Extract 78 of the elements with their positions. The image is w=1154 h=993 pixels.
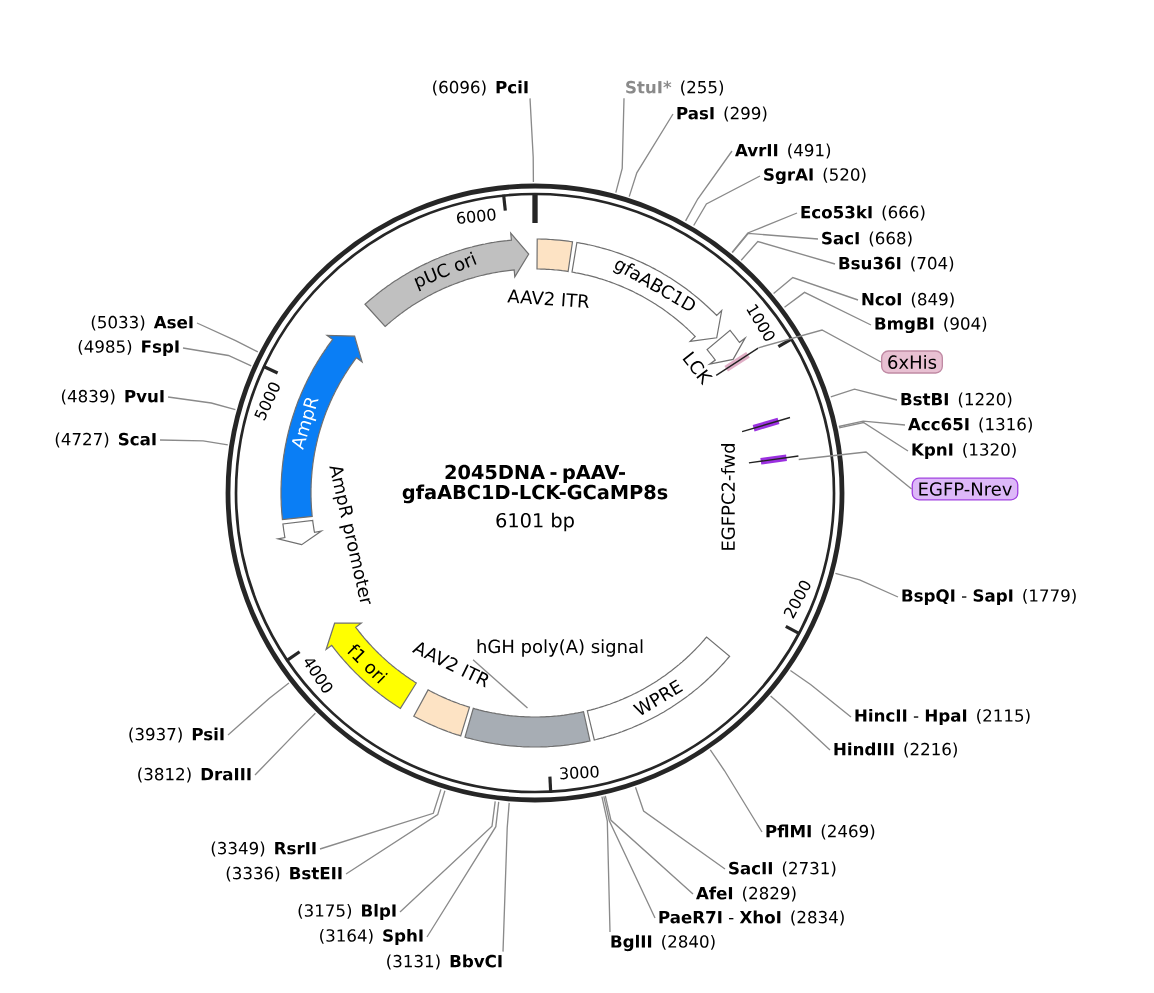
leader-line [601, 796, 611, 933]
leader-line [182, 347, 252, 367]
leader-line [772, 276, 859, 301]
enzyme-site-label: KpnI (1320) [912, 442, 1016, 460]
leader-line [830, 388, 898, 401]
leader-line [684, 150, 733, 222]
enzyme-site-label: (3349) RsrII [211, 841, 316, 857]
leader-line [838, 421, 909, 452]
enzyme-site-label: PasI (299) [677, 106, 767, 122]
position-number: 6000 [457, 208, 496, 224]
leader-line [798, 451, 913, 490]
leader-line [838, 420, 906, 428]
enzyme-site-label: (5033) AseI [91, 315, 193, 331]
leader-line [731, 232, 819, 254]
leader-line [603, 795, 656, 919]
primer-mark [715, 347, 759, 377]
leader-line [159, 439, 229, 446]
leader-line [604, 795, 694, 895]
enzyme-site-label: SgrAI (520) [764, 167, 866, 185]
leader-line [834, 572, 899, 598]
leader-line [426, 801, 500, 938]
leader-line [634, 786, 726, 870]
enzyme-site-label: HincII - HpaI (2115) [855, 708, 1030, 726]
enzyme-site-label: StuI* (255) [626, 80, 724, 96]
enzyme-site-label: (3131) BbvCI [387, 954, 502, 970]
enzyme-site-label: (3336) BstEII [226, 866, 342, 882]
leader-line [254, 712, 317, 776]
enzyme-site-label: (4985) FspI [78, 339, 179, 357]
leader-line [319, 788, 442, 850]
enzyme-site-label: Acc65I (1316) [908, 417, 1032, 433]
leader-line [529, 97, 535, 183]
leader-line [399, 800, 496, 913]
primer-name: EGFPC2-fwd [721, 444, 735, 550]
enzyme-site-label: BmgBI (904) [875, 316, 987, 334]
leader-line [615, 97, 625, 194]
leader-line [628, 113, 674, 198]
enzyme-site-label: (3937) PsiI [129, 727, 224, 743]
leader-line [227, 682, 290, 736]
enzyme-site-label: (4839) PvuI [61, 389, 164, 405]
enzyme-site-label: BspQI - SapI (1779) [902, 588, 1076, 606]
leader-line [783, 291, 872, 326]
leader-line [196, 322, 259, 353]
enzyme-site-label: BglII (2840) [611, 934, 715, 952]
enzyme-site-label: AvrII (491) [735, 143, 831, 159]
enzyme-site-label: SacII (2731) [729, 861, 836, 877]
enzyme-site-label: PaeR7I - XhoI (2834) [659, 910, 844, 926]
primer-label: EGFP-Nrev [911, 477, 1019, 501]
leader-line [757, 329, 882, 363]
leader-line [693, 175, 761, 227]
enzyme-site-label: (3175) BlpI [298, 903, 396, 921]
leader-line [740, 240, 836, 265]
enzyme-site-label: Bsu36I (704) [839, 256, 954, 272]
feature-box [464, 707, 591, 748]
plasmid-size: 6101 bp [496, 512, 574, 532]
primer-label: 6xHis [881, 350, 943, 374]
leader-line [769, 695, 831, 751]
position-number: 2000 [783, 580, 811, 619]
leader-line [789, 669, 852, 718]
enzyme-site-label: NcoI (849) [862, 292, 954, 308]
leader-line [731, 212, 798, 253]
primer-mark [748, 454, 800, 465]
enzyme-site-label: SacI (668) [822, 231, 912, 247]
leader-line [709, 749, 763, 833]
enzyme-site-label: (3164) SphI [320, 928, 423, 946]
position-number: 3000 [560, 765, 599, 780]
leader-line [167, 396, 237, 411]
enzyme-site-label: (3812) DraIII [138, 767, 251, 783]
plasmid-name: 2045DNA - pAAV-gfaABC1D-LCK-GCaMP8s [402, 464, 668, 504]
enzyme-site-label: HindIII (2216) [834, 742, 957, 758]
enzyme-site-label: BstBI (1220) [901, 392, 1012, 408]
enzyme-site-label: PflMI (2469) [766, 824, 875, 840]
leader-line [472, 658, 529, 709]
enzyme-site-label: AfeI (2829) [696, 886, 796, 902]
enzyme-site-label: Eco53kI (666) [801, 205, 925, 221]
enzyme-site-label: (4727) ScaI [55, 432, 156, 448]
leader-line [345, 790, 446, 875]
leader-line [502, 802, 510, 953]
enzyme-site-label: (6096) PciI [433, 80, 528, 96]
